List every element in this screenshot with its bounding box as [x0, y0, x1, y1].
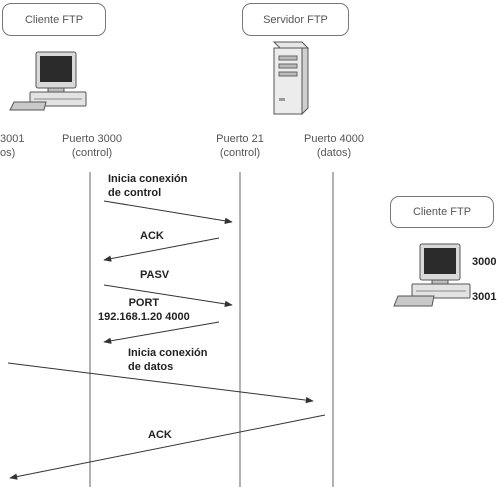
arrow-ack-datos: [9, 414, 326, 480]
port-21-label: Puerto 21 (control): [216, 133, 264, 159]
client-ftp-right-box: Cliente FTP: [390, 196, 494, 228]
msg-inicia-conexion-control: Inicia conexión de control: [108, 173, 188, 199]
msg-pasv: PASV: [140, 269, 170, 281]
arrow-port: [103, 321, 220, 344]
side-port-3000: 3000: [472, 256, 497, 268]
side-port-3001: 3001: [472, 291, 497, 303]
arrow-ack-control: [103, 237, 220, 262]
msg-ack-datos: ACK: [148, 429, 172, 441]
client-ftp-box: Cliente FTP: [2, 3, 106, 36]
arrow-inicia-conexion-control: [103, 200, 233, 224]
msg-port: PORT 192.168.1.20 4000: [98, 297, 190, 323]
client-computer-icon: [9, 51, 87, 111]
client-ftp-right-label: Cliente FTP: [412, 206, 472, 218]
server-tower-icon: [272, 41, 310, 116]
port-4000-label: Puerto 4000 (datos): [304, 133, 364, 159]
arrow-pasv: [103, 284, 233, 308]
server-ftp-label: Servidor FTP: [263, 13, 328, 26]
port-3001-label: 3001 os): [0, 133, 25, 159]
client-computer-icon-right: [393, 243, 471, 307]
msg-ack-control: ACK: [140, 230, 164, 242]
arrow-inicia-conexion-datos: [7, 362, 314, 404]
msg-inicia-conexion-datos: Inicia conexión de datos: [128, 347, 208, 373]
server-ftp-box: Servidor FTP: [242, 3, 349, 36]
client-ftp-label: Cliente FTP: [24, 13, 84, 26]
port-3000-label: Puerto 3000 (control): [62, 133, 122, 159]
